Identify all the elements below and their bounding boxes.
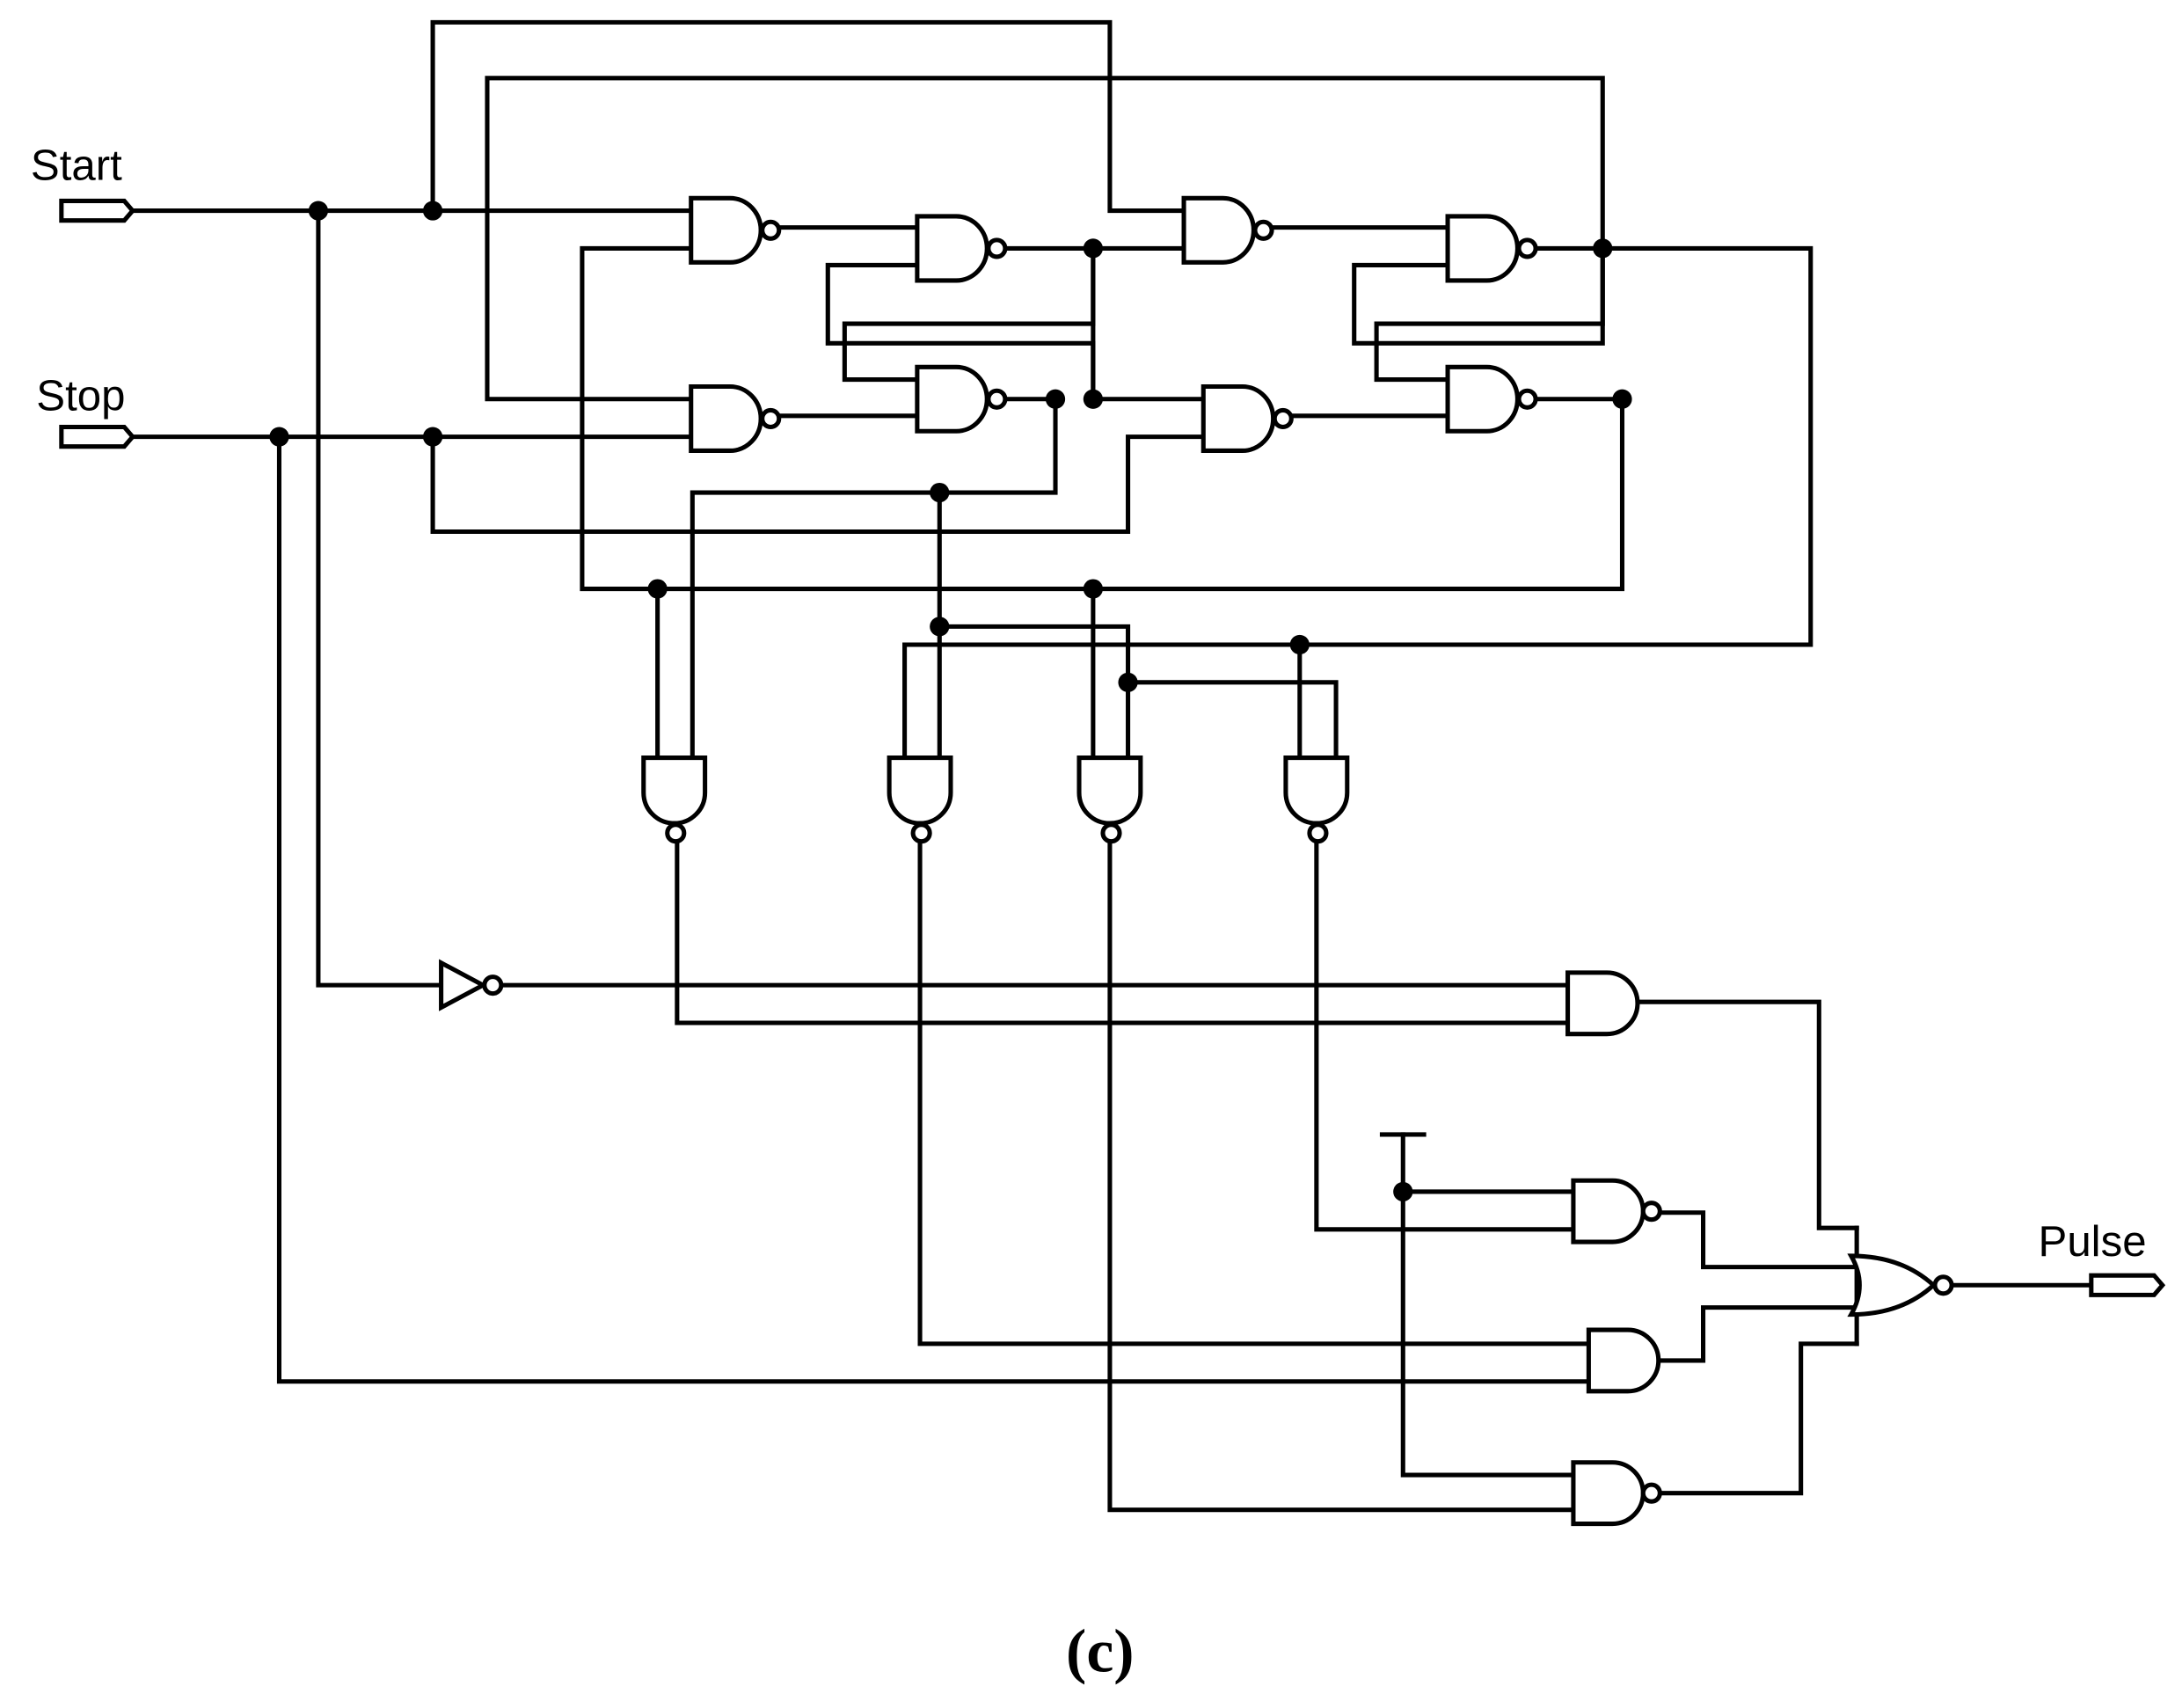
io-pins [59,198,2166,1297]
nand-gate [689,195,782,265]
junction-dot [1083,389,1103,409]
junction-dot [1118,672,1138,692]
nand-gate [1076,755,1143,844]
start-label: Start [31,142,122,190]
nand-gate [1283,755,1350,844]
pulse-output-pin [2089,1273,2166,1297]
junction-dot [1393,1181,1413,1202]
stop-label: Stop [36,371,125,420]
nand-gate [915,214,1008,283]
stop-input-pin [59,424,136,449]
gates [439,195,1954,1527]
nand-gate [887,755,953,844]
not-gate [439,959,504,1011]
junction-dot [422,201,443,221]
nand-gate [1445,214,1538,283]
junction-dot [1593,238,1613,259]
nand-gate [1445,364,1538,434]
junctions [269,201,1632,1202]
start-input-pin [59,198,136,223]
junction-dot [1045,389,1066,409]
nand-gate [1571,1460,1662,1527]
nand-gate [915,364,1008,434]
junction-dot [930,617,950,637]
junction-dot [308,201,329,221]
and-gate [1586,1327,1661,1394]
figure-caption: (c) [1066,1618,1135,1686]
junction-dot [1289,634,1310,655]
junction-dot [1083,579,1103,599]
and-gate [1565,970,1640,1037]
nand-gate [641,755,708,844]
junction-dot [269,427,289,447]
nand-gate [1571,1178,1662,1245]
nand-gate [1181,195,1274,265]
junction-dot [1612,389,1632,409]
nand-gate [1200,383,1294,454]
junction-dot [647,579,668,599]
junction-dot [1083,238,1103,259]
junction-dot [422,427,443,447]
nand-gate [689,383,782,454]
nor-gate [1847,1253,1954,1317]
junction-dot [930,482,950,503]
pulse-label: Pulse [2039,1217,2147,1266]
